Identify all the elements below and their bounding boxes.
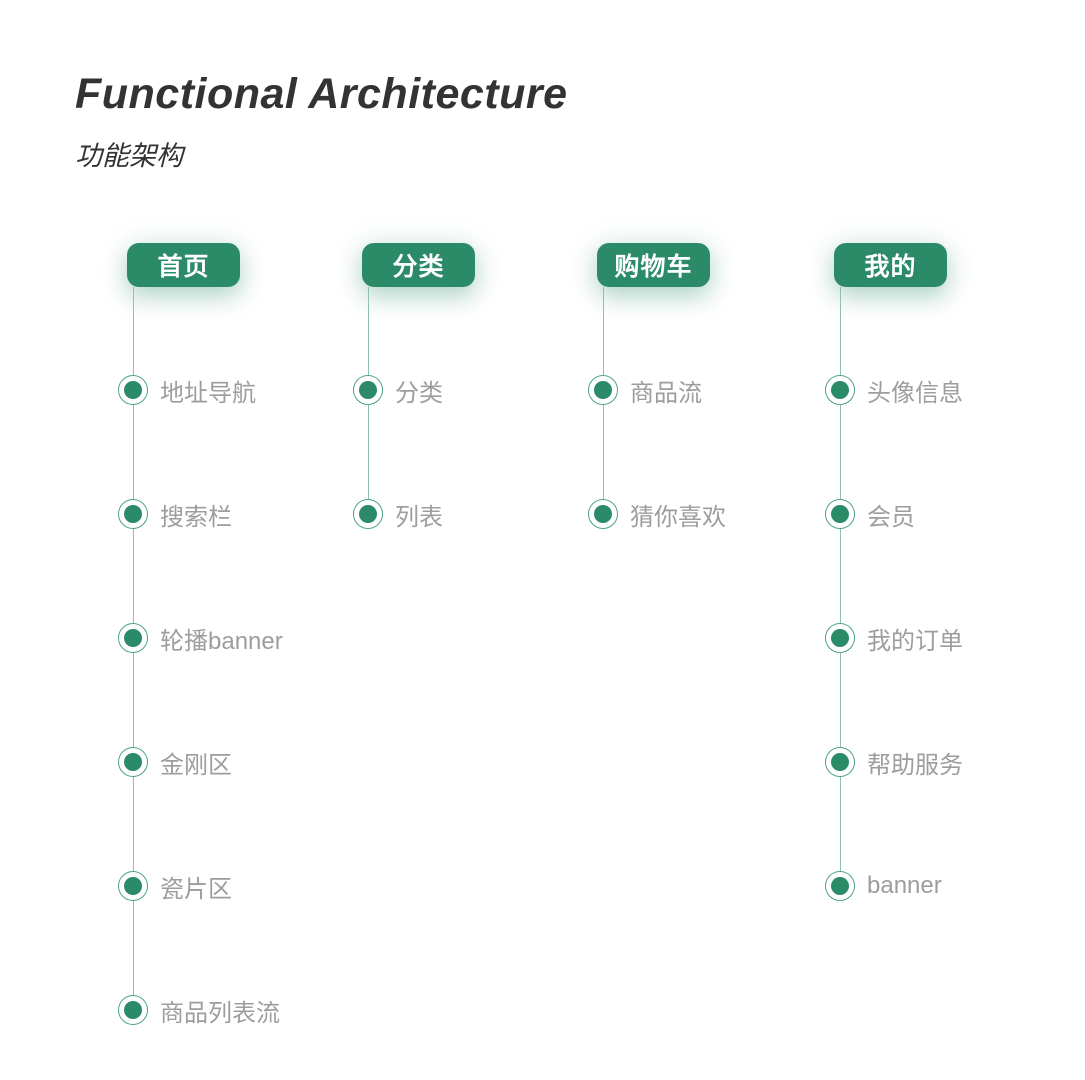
feature-label: 猜你喜欢	[630, 503, 726, 531]
feature-item: 金刚区	[118, 747, 232, 779]
feature-item: 搜索栏	[118, 499, 232, 531]
bullet-icon	[825, 499, 855, 529]
bullet-icon	[118, 499, 148, 529]
bullet-dot-icon	[359, 381, 377, 399]
bullet-icon	[825, 747, 855, 777]
bullet-dot-icon	[124, 753, 142, 771]
feature-label: 列表	[395, 503, 443, 531]
bullet-dot-icon	[124, 505, 142, 523]
bullet-dot-icon	[594, 381, 612, 399]
feature-label: banner	[867, 872, 942, 899]
feature-item: banner	[825, 871, 942, 901]
tab-pill-category: 分类	[362, 243, 475, 287]
feature-label: 商品流	[630, 379, 702, 407]
tab-pill-cart: 购物车	[597, 243, 710, 287]
bullet-dot-icon	[831, 877, 849, 895]
column-category: 分类 分类 列表	[353, 243, 612, 1063]
feature-item: 会员	[825, 499, 915, 531]
page-subtitle: 功能架构	[75, 141, 183, 171]
bullet-dot-icon	[124, 381, 142, 399]
feature-label: 商品列表流	[160, 999, 280, 1027]
bullet-icon	[825, 871, 855, 901]
feature-item: 轮播banner	[118, 623, 283, 655]
column-home: 首页 地址导航 搜索栏 轮播banner 金刚区 瓷片区 商品列表流	[118, 243, 377, 1063]
page-title: Functional Architecture	[75, 70, 568, 118]
feature-label: 我的订单	[867, 627, 963, 655]
feature-item: 头像信息	[825, 375, 963, 407]
bullet-dot-icon	[124, 1001, 142, 1019]
feature-item: 帮助服务	[825, 747, 963, 779]
bullet-icon	[825, 375, 855, 405]
bullet-dot-icon	[831, 381, 849, 399]
feature-label: 地址导航	[160, 379, 256, 407]
bullet-icon	[118, 871, 148, 901]
bullet-icon	[118, 995, 148, 1025]
feature-label: 金刚区	[160, 751, 232, 779]
feature-label: 头像信息	[867, 379, 963, 407]
bullet-dot-icon	[594, 505, 612, 523]
bullet-dot-icon	[124, 629, 142, 647]
feature-label: 轮播banner	[160, 627, 283, 655]
feature-item: 地址导航	[118, 375, 256, 407]
bullet-icon	[588, 499, 618, 529]
bullet-icon	[353, 499, 383, 529]
feature-label: 会员	[867, 503, 915, 531]
bullet-dot-icon	[831, 629, 849, 647]
feature-label: 分类	[395, 379, 443, 407]
feature-item: 商品流	[588, 375, 702, 407]
tab-pill-mine: 我的	[834, 243, 947, 287]
bullet-icon	[118, 375, 148, 405]
bullet-dot-icon	[359, 505, 377, 523]
bullet-icon	[825, 623, 855, 653]
bullet-icon	[118, 623, 148, 653]
feature-label: 搜索栏	[160, 503, 232, 531]
column-cart: 购物车 商品流 猜你喜欢	[588, 243, 847, 1063]
feature-item: 分类	[353, 375, 443, 407]
tab-pill-home: 首页	[127, 243, 240, 287]
bullet-icon	[353, 375, 383, 405]
bullet-dot-icon	[831, 505, 849, 523]
feature-item: 商品列表流	[118, 995, 280, 1027]
feature-item: 我的订单	[825, 623, 963, 655]
bullet-dot-icon	[124, 877, 142, 895]
feature-item: 列表	[353, 499, 443, 531]
feature-label: 瓷片区	[160, 875, 232, 903]
bullet-dot-icon	[831, 753, 849, 771]
feature-label: 帮助服务	[867, 751, 963, 779]
feature-item: 瓷片区	[118, 871, 232, 903]
bullet-icon	[118, 747, 148, 777]
timeline-connector	[839, 287, 841, 886]
feature-item: 猜你喜欢	[588, 499, 726, 531]
column-mine: 我的 头像信息 会员 我的订单 帮助服务 banner	[825, 243, 1084, 1063]
bullet-icon	[588, 375, 618, 405]
